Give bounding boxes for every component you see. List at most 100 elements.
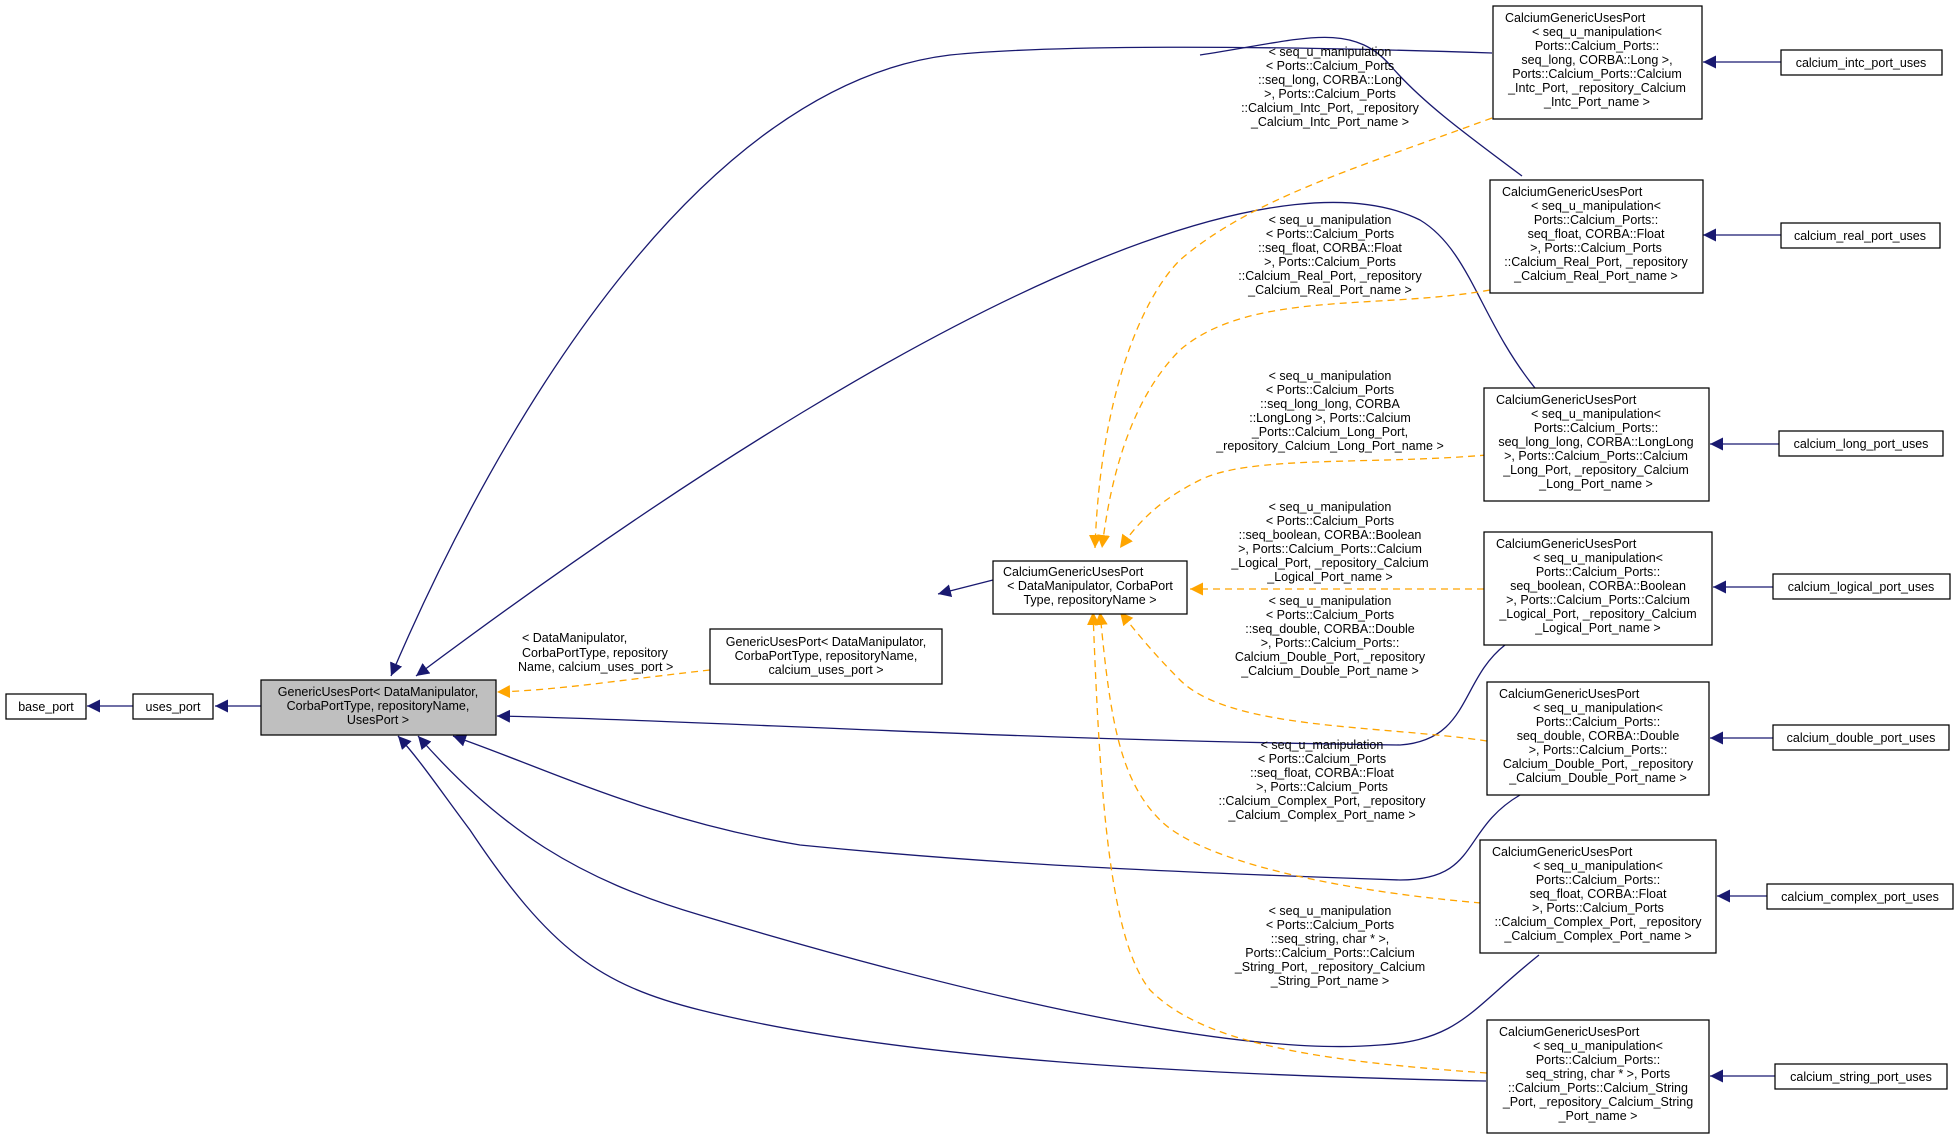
edge-label-line: < DataManipulator, bbox=[522, 631, 627, 645]
class-node-label: >, Ports::Calcium_Ports::Calcium bbox=[1504, 449, 1688, 463]
edge-label-line: < seq_u_manipulation bbox=[1269, 369, 1392, 383]
class-node-label: CalciumGenericUsesPort bbox=[1492, 845, 1633, 859]
edge-label-line: >, Ports::Calcium_Ports bbox=[1264, 87, 1396, 101]
class-node-label: < DataManipulator, CorbaPort bbox=[1007, 579, 1173, 593]
class-node-label: seq_boolean, CORBA::Boolean bbox=[1510, 579, 1686, 593]
edge-label-line: Calcium_Double_Port, _repository bbox=[1235, 650, 1426, 664]
edge-label-line: < Ports::Calcium_Ports bbox=[1266, 608, 1394, 622]
edge-label-line: ::seq_double, CORBA::Double bbox=[1245, 622, 1415, 636]
edge-template-double bbox=[1119, 611, 1488, 742]
class-node-label: seq_float, CORBA::Float bbox=[1528, 227, 1665, 241]
class-node-label: calcium_intc_port_uses bbox=[1796, 56, 1927, 70]
class-node-cgup-long[interactable]: CalciumGenericUsesPort < seq_u_manipulat… bbox=[1483, 387, 1710, 502]
class-node-label: Ports::Calcium_Ports:: bbox=[1536, 715, 1660, 729]
class-node-label: >, Ports::Calcium_Ports::Calcium bbox=[1506, 593, 1690, 607]
class-node-cgup-intc[interactable]: CalciumGenericUsesPort < seq_u_manipulat… bbox=[1492, 5, 1703, 120]
edge-calcium-template-to-generic-calcium bbox=[937, 579, 994, 598]
class-node-label: _Long_Port_name > bbox=[1538, 477, 1653, 491]
class-node-generic-uses-port[interactable]: GenericUsesPort< DataManipulator, CorbaP… bbox=[260, 679, 497, 736]
class-node-label: < seq_u_manipulation< bbox=[1531, 199, 1661, 213]
class-node-calcium-long-port-uses[interactable]: calcium_long_port_uses bbox=[1778, 430, 1944, 457]
class-node-cgup-logical[interactable]: CalciumGenericUsesPort < seq_u_manipulat… bbox=[1483, 531, 1713, 646]
edge-label-line: >, Ports::Calcium_Ports bbox=[1264, 255, 1396, 269]
class-node-label: seq_float, CORBA::Float bbox=[1530, 887, 1667, 901]
class-node-label: calcium_uses_port > bbox=[769, 663, 884, 677]
edge-label-line: < seq_u_manipulation bbox=[1269, 45, 1392, 59]
edge-label-line: ::seq_float, CORBA::Float bbox=[1258, 241, 1402, 255]
edge-label-line: CorbaPortType, repository bbox=[522, 646, 669, 660]
edge-label-line: ::seq_long, CORBA::Long bbox=[1258, 73, 1402, 87]
class-node-label: Ports::Calcium_Ports:: bbox=[1536, 1053, 1660, 1067]
edge-label-line: < seq_u_manipulation bbox=[1269, 500, 1392, 514]
edge-label-line: ::seq_float, CORBA::Float bbox=[1250, 766, 1394, 780]
class-node-calcium-logical-port-uses[interactable]: calcium_logical_port_uses bbox=[1772, 573, 1951, 600]
edge-label-line: >, Ports::Calcium_Ports::Calcium bbox=[1238, 542, 1422, 556]
class-node-label: _Intc_Port_name > bbox=[1543, 95, 1650, 109]
class-node-cgup-double[interactable]: CalciumGenericUsesPort < seq_u_manipulat… bbox=[1486, 681, 1710, 796]
edge-label-line: < Ports::Calcium_Ports bbox=[1266, 918, 1394, 932]
class-node-label: UsesPort > bbox=[347, 713, 409, 727]
class-node-generic-uses-port-calcium[interactable]: GenericUsesPort< DataManipulator, CorbaP… bbox=[709, 628, 943, 685]
class-node-label: CorbaPortType, repositoryName, bbox=[735, 649, 918, 663]
class-node-label: _Port, _repository_Calcium_String bbox=[1502, 1095, 1693, 1109]
edge-template-real bbox=[1097, 289, 1491, 549]
class-node-cgup-complex[interactable]: CalciumGenericUsesPort < seq_u_manipulat… bbox=[1479, 839, 1717, 954]
class-node-calcium-string-port-uses[interactable]: calcium_string_port_uses bbox=[1774, 1063, 1948, 1090]
edge-label-long: < seq_u_manipulation < Ports::Calcium_Po… bbox=[1215, 369, 1444, 453]
class-node-label: calcium_complex_port_uses bbox=[1781, 890, 1939, 904]
class-node-uses-port[interactable]: uses_port bbox=[132, 693, 214, 720]
edge-label-intc: < seq_u_manipulation < Ports::Calcium_Po… bbox=[1241, 45, 1420, 129]
edge-template-complex bbox=[1094, 611, 1482, 904]
class-node-cgup-string[interactable]: CalciumGenericUsesPort < seq_u_manipulat… bbox=[1486, 1019, 1710, 1134]
class-node-label: Ports::Calcium_Ports:: bbox=[1536, 873, 1660, 887]
class-node-label: CalciumGenericUsesPort bbox=[1496, 393, 1637, 407]
class-node-label: _Logical_Port_name > bbox=[1534, 621, 1660, 635]
edge-label-calcium-uses: < DataManipulator, CorbaPortType, reposi… bbox=[518, 631, 673, 674]
edge-label-line: < seq_u_manipulation bbox=[1269, 594, 1392, 608]
class-node-label: seq_long, CORBA::Long >, bbox=[1521, 53, 1672, 67]
edge-label-line: _Ports::Calcium_Long_Port, bbox=[1251, 425, 1408, 439]
class-node-label: < seq_u_manipulation< bbox=[1531, 407, 1661, 421]
class-node-label: < seq_u_manipulation< bbox=[1533, 551, 1663, 565]
edge-label-string: < seq_u_manipulation < Ports::Calcium_Po… bbox=[1234, 904, 1425, 988]
class-node-label: ::Calcium_Ports::Calcium_String bbox=[1508, 1081, 1688, 1095]
edge-cgup-complex-to-generic bbox=[417, 735, 1540, 1048]
class-node-calcium-complex-port-uses[interactable]: calcium_complex_port_uses bbox=[1766, 883, 1954, 910]
edge-template-string bbox=[1086, 611, 1488, 1074]
class-node-label: >, Ports::Calcium_Ports bbox=[1530, 241, 1662, 255]
edge-template-intc bbox=[1088, 117, 1493, 549]
edge-label-line: < seq_u_manipulation bbox=[1269, 904, 1392, 918]
class-node-label: Ports::Calcium_Ports:: bbox=[1536, 565, 1660, 579]
class-node-label: CalciumGenericUsesPort bbox=[1505, 11, 1646, 25]
class-node-label: CalciumGenericUsesPort bbox=[1496, 537, 1637, 551]
edge-label-line: ::seq_boolean, CORBA::Boolean bbox=[1239, 528, 1422, 542]
class-node-calcium-double-port-uses[interactable]: calcium_double_port_uses bbox=[1772, 724, 1950, 751]
edge-label-line: < Ports::Calcium_Ports bbox=[1266, 514, 1394, 528]
class-node-label: Ports::Calcium_Ports:: bbox=[1534, 213, 1658, 227]
class-node-label: CorbaPortType, repositoryName, bbox=[287, 699, 470, 713]
class-node-label: seq_string, char * >, Ports bbox=[1526, 1067, 1670, 1081]
class-node-label: CalciumGenericUsesPort bbox=[1502, 185, 1643, 199]
class-node-calcium-real-port-uses[interactable]: calcium_real_port_uses bbox=[1780, 222, 1941, 249]
edge-label-line: ::seq_long_long, CORBA bbox=[1260, 397, 1400, 411]
class-node-label: CalciumGenericUsesPort bbox=[1499, 1025, 1640, 1039]
class-node-label: GenericUsesPort< DataManipulator, bbox=[726, 635, 926, 649]
edge-cgup-string-to-generic bbox=[397, 735, 1487, 1082]
edge-label-line: _String_Port_name > bbox=[1270, 974, 1389, 988]
class-node-calcium-generic-template[interactable]: CalciumGenericUsesPort < DataManipulator… bbox=[992, 560, 1188, 615]
class-node-cgup-real[interactable]: CalciumGenericUsesPort < seq_u_manipulat… bbox=[1489, 179, 1704, 294]
edge-label-line: < seq_u_manipulation bbox=[1261, 738, 1384, 752]
class-node-label: Ports::Calcium_Ports:: bbox=[1534, 421, 1658, 435]
edge-label-line: < Ports::Calcium_Ports bbox=[1258, 752, 1386, 766]
class-node-calcium-intc-port-uses[interactable]: calcium_intc_port_uses bbox=[1780, 49, 1943, 76]
class-node-label: _Calcium_Complex_Port_name > bbox=[1503, 929, 1691, 943]
class-node-label: Ports::Calcium_Ports::Calcium bbox=[1512, 67, 1682, 81]
edge-cgup-logical-to-generic bbox=[496, 644, 1506, 746]
class-node-base-port[interactable]: base_port bbox=[5, 693, 87, 720]
edge-label-line: < Ports::Calcium_Ports bbox=[1266, 383, 1394, 397]
edge-label-line: _Calcium_Double_Port_name > bbox=[1240, 664, 1419, 678]
class-node-label: _Intc_Port, _repository_Calcium bbox=[1507, 81, 1686, 95]
class-node-label: < seq_u_manipulation< bbox=[1532, 25, 1662, 39]
class-node-label: _Calcium_Double_Port_name > bbox=[1508, 771, 1687, 785]
